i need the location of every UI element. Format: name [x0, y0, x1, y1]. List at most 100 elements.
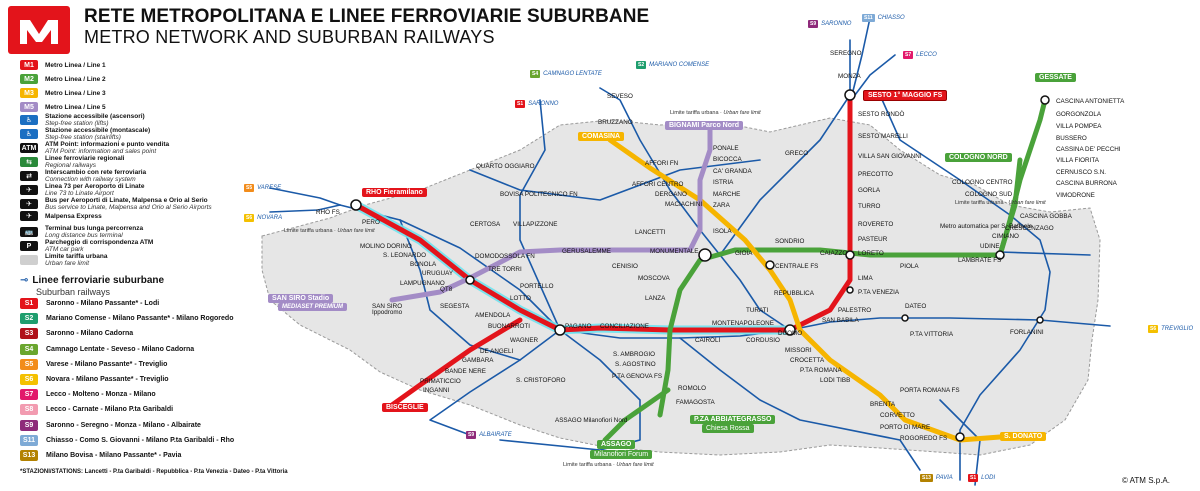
terminal-gessate[interactable]: GESSATE: [1035, 73, 1076, 82]
legend-row: M5 Metro Linea / Line 5: [20, 102, 106, 112]
label-cascina-gobba: CASCINA GOBBA: [1020, 213, 1073, 220]
endpoint-line-badge: S13: [920, 474, 933, 482]
label-lanza: LANZA: [645, 295, 666, 302]
suburban-line-route: Lecco - Carnate - Milano P.ta Garibaldi: [46, 406, 174, 414]
terminal-bisceglie[interactable]: BISCEGLIE: [382, 403, 428, 412]
interchange-stations: [350, 89, 1050, 442]
terminal-cologno[interactable]: COLOGNO NORD: [945, 153, 1012, 162]
label-rho: RHO FS: [316, 209, 340, 216]
m2-assago-branch: [602, 387, 671, 443]
terminal-assago[interactable]: ASSAGO: [597, 440, 636, 449]
legend-text: Metro Linea / Line 5: [45, 104, 106, 111]
legend-row: ♿Stazione accessibile (montascale)Step-f…: [20, 127, 150, 141]
label-bussero: BUSSERO: [1056, 135, 1087, 142]
label-gorla: GORLA: [858, 187, 881, 194]
station-cadorna: [554, 324, 566, 336]
legend-icon: M3: [20, 88, 38, 98]
label-pta-venezia: P.TA VENEZIA: [858, 289, 900, 296]
suburban-line-badge: S5: [20, 358, 38, 370]
terminal-sesto[interactable]: SESTO 1° MAGGIO FS: [863, 90, 948, 101]
terminal-comasina[interactable]: COMASINA: [578, 132, 625, 141]
label-inganni: INGANNI: [423, 387, 449, 394]
terminal-rho[interactable]: RHO Fieramilano: [362, 188, 427, 197]
label-gorgonzola: GORGONZOLA: [1056, 111, 1102, 118]
legend-row: ✈Malpensa Express: [20, 211, 102, 221]
label-lodi-tibb: LODI TIBB: [820, 377, 850, 384]
label-ca-granda: CA' GRANDA: [713, 168, 752, 175]
legend-icon: ⇄: [20, 171, 38, 181]
station-forlanini: [1036, 316, 1044, 324]
terminal-sdonato[interactable]: S. DONATO: [1000, 432, 1047, 441]
station-centrale: [765, 260, 775, 270]
terminal-bignami[interactable]: BIGNAMI Parco Nord: [665, 121, 744, 130]
legend-text: Bus per Aeroporti di Linate, Malpensa e …: [45, 197, 212, 211]
legend-icon: M5: [20, 102, 38, 112]
label-tre-torri: TRE TORRI: [488, 266, 522, 273]
atm-metro-logo: [8, 6, 70, 54]
label-porta-romana-fs: PORTA ROMANA FS: [900, 387, 960, 394]
metro-line-5: [389, 122, 713, 303]
legend-text: Stazione accessibile (ascensori)Step-fre…: [45, 113, 145, 127]
endpoint-line-badge: S6: [1148, 325, 1159, 333]
label-gessate-metro: Metro automatica per S. Raffaele: [940, 223, 1033, 230]
label-lampugnano: LAMPUGNANO: [400, 280, 445, 287]
station-labels: SESTO RONDÒ SESTO MARELLI VILLA SAN GIOV…: [316, 50, 1125, 442]
station-lotto: [465, 275, 475, 285]
endpoint-line-badge: S4: [530, 70, 541, 78]
legend-icon: P: [20, 241, 38, 251]
station-sesto: [844, 89, 856, 101]
label-gambara: GAMBARA: [462, 357, 494, 364]
station-gessate: [1040, 95, 1050, 105]
legend-label-it: Metro Linea / Line 2: [45, 75, 106, 83]
endpoint-name: VARESE: [257, 185, 282, 191]
m1-bisceglie-branch: [389, 317, 523, 408]
legend-icon: M2: [20, 74, 38, 84]
legend-row: ♿Stazione accessibile (ascensori)Step-fr…: [20, 113, 145, 127]
m1-main-branch: [353, 92, 853, 333]
legend-label-it: Metro Linea / Line 3: [45, 89, 106, 97]
suburban-line-route: Saronno - Milano Cadorna: [46, 330, 134, 338]
legend-label-en: Step-free station (lifts): [45, 120, 109, 127]
endpoint-line-badge: S9: [466, 431, 477, 439]
label-dateo: DATEO: [905, 303, 926, 310]
terminal-abbiategrasso[interactable]: P.ZA ABBIATEGRASSO: [690, 415, 776, 424]
endpoint-line-badge: S1: [968, 474, 979, 482]
label-cologno-sud: COLOGNO SUD: [965, 191, 1013, 198]
label-cordusio: CORDUSIO: [746, 337, 780, 344]
label-cernusco: CERNUSCO S.N.: [1056, 169, 1106, 176]
label-missori: MISSORI: [785, 347, 812, 354]
label-villa-fiorita: VILLA FIORITA: [1056, 157, 1100, 164]
fare-limit-label-east: Limite tariffa urbana · Urban fare limit: [955, 200, 1046, 206]
label-bovisa: BOVISA POLITECNICO FN: [500, 191, 578, 198]
label-rogoredo: ROGOREDO FS: [900, 435, 947, 442]
terminal-sansiro[interactable]: SAN SIRO Stadio: [268, 294, 334, 303]
